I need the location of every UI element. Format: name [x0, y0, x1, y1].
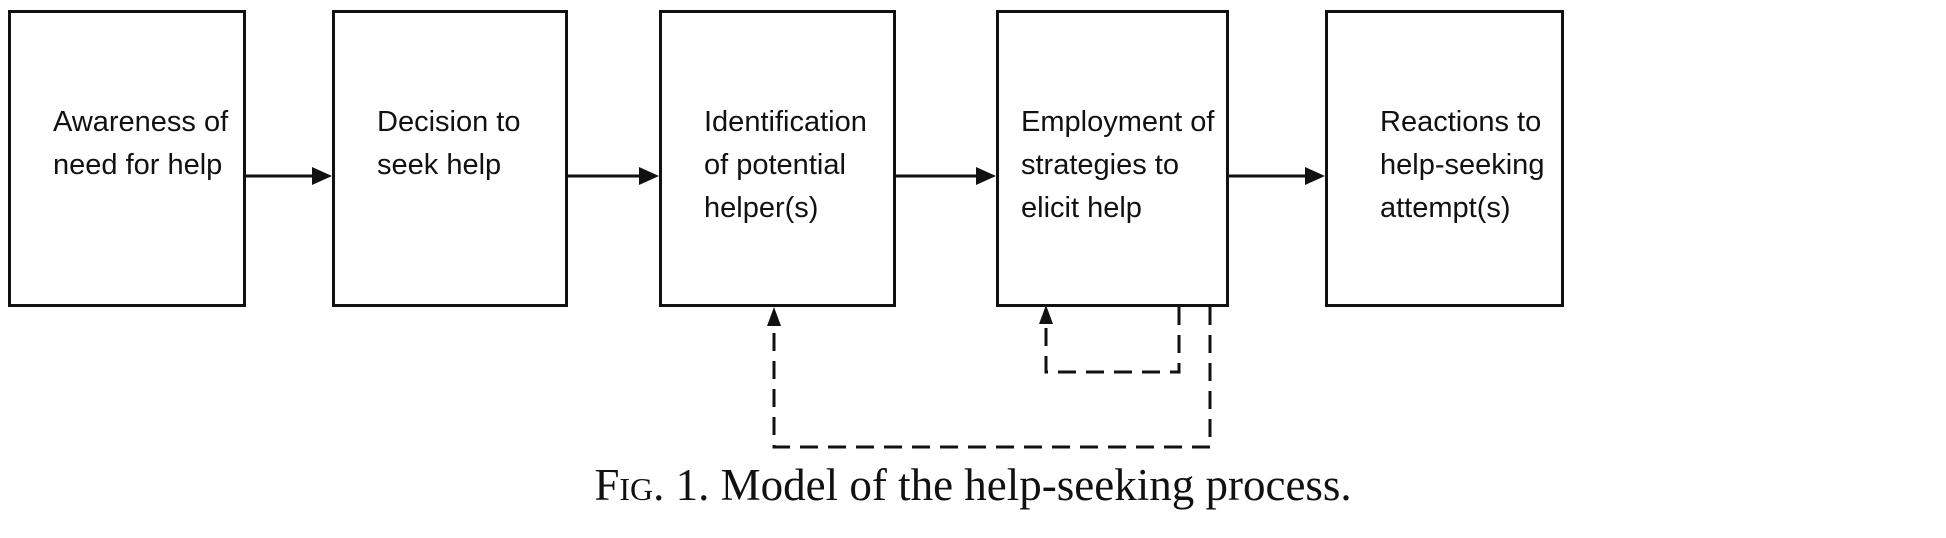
step-text-decision: Decision to seek help	[377, 106, 521, 181]
step-text-awareness: Awareness of need for help	[53, 106, 229, 181]
feedback-arrow-to-identification	[767, 307, 1212, 449]
step-text-identification: Identification of potential helper(s)	[704, 106, 867, 224]
step-box-reactions: Reactions to help-seeking attempt(s)	[1325, 10, 1564, 307]
arrow-employment-to-reactions	[1229, 167, 1325, 185]
feedback-arrow-to-employment	[1039, 305, 1181, 374]
step-box-decision: Decision to seek help	[332, 10, 568, 307]
figure-label: Fig. 1.	[594, 460, 710, 510]
arrow-decision-to-identification	[568, 167, 659, 185]
figure-caption-text: Model of the help-seeking process.	[720, 460, 1352, 510]
step-text-reactions: Reactions to help-seeking attempt(s)	[1380, 106, 1545, 224]
figure-caption: Fig. 1. Model of the help-seeking proces…	[0, 459, 1946, 511]
step-box-employment: Employment of strategies to elicit help	[996, 10, 1229, 307]
arrow-identification-to-employment	[896, 167, 996, 185]
arrow-awareness-to-decision	[246, 167, 332, 185]
step-box-awareness: Awareness of need for help	[8, 10, 246, 307]
step-box-identification: Identification of potential helper(s)	[659, 10, 896, 307]
step-text-employment: Employment of strategies to elicit help	[1021, 106, 1215, 224]
